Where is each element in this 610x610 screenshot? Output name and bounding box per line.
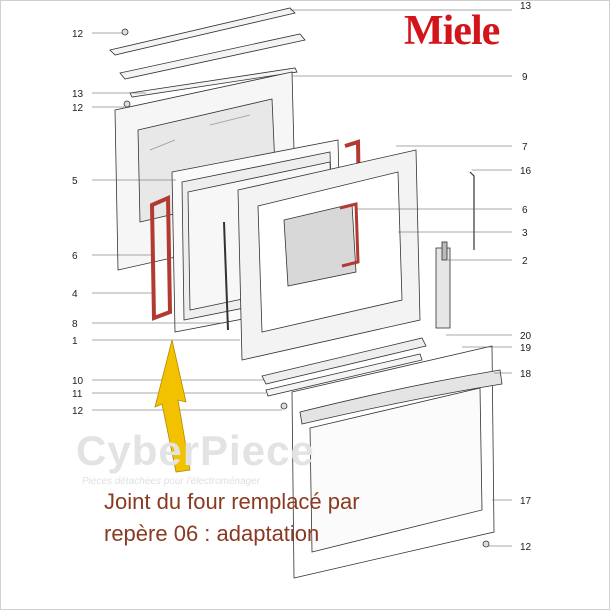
hinge-part-2 — [435, 171, 475, 329]
callout-left-5: 6 — [72, 251, 78, 262]
callout-left-2: 13 — [72, 89, 84, 100]
gasket-part-6 — [339, 202, 360, 268]
callout-left-11: 12 — [72, 406, 84, 417]
callout-right-3: 16 — [520, 166, 532, 177]
bottom-rail-part-10 — [261, 337, 427, 385]
up-arrow-icon — [154, 339, 191, 473]
callout-right-9: 18 — [520, 369, 532, 380]
replacement-note: Joint du four remplacé par repère 06 : a… — [104, 486, 444, 550]
callout-right-8: 19 — [520, 343, 532, 354]
callout-right-11: 12 — [520, 542, 532, 553]
note-line-2: repère 06 : adaptation — [104, 521, 320, 546]
callout-left-1: 12 — [72, 29, 84, 40]
callout-left-7: 8 — [72, 319, 78, 330]
callout-right-5: 3 — [522, 228, 528, 239]
callout-right-1: 9 — [522, 72, 528, 83]
gasket-part-4 — [149, 194, 173, 321]
callout-right-6: 2 — [522, 256, 528, 267]
top-rod-parts — [109, 7, 306, 108]
callout-right-7: 20 — [520, 331, 532, 342]
watermark-name: CyberPiece — [76, 427, 315, 474]
callout-left-3: 12 — [72, 103, 84, 114]
callout-right-4: 6 — [522, 205, 528, 216]
callout-top: 13 — [520, 1, 532, 12]
callout-left-9: 10 — [72, 376, 84, 387]
watermark-tagline: Pièces détachées pour l'électroménager — [82, 476, 261, 487]
callout-left-10: 11 — [72, 389, 83, 400]
note-line-1: Joint du four remplacé par — [104, 489, 360, 514]
callout-left-8: 1 — [72, 336, 78, 347]
brand-logo: Miele — [404, 8, 500, 54]
callout-left-4: 5 — [72, 176, 78, 187]
callout-left-6: 4 — [72, 289, 78, 300]
callout-right-10: 17 — [520, 496, 532, 507]
watermark: CyberPiece Pièces détachées pour l'élect… — [76, 427, 315, 488]
callout-right-2: 7 — [522, 142, 528, 153]
